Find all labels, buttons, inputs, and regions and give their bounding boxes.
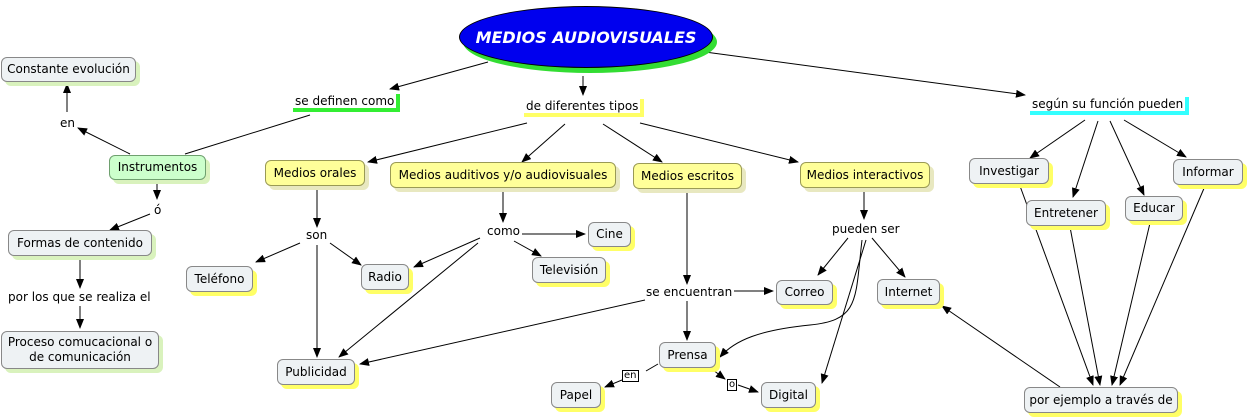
node-informar: Informar (1173, 159, 1243, 185)
main-title: MEDIOS AUDIOVISUALES (459, 6, 713, 68)
node-television: Televisión (532, 257, 606, 283)
link-se-definen-como: se definen como (293, 94, 401, 112)
node-correo: Correo (776, 280, 833, 305)
node-papel: Papel (551, 382, 601, 408)
node-entretener: Entretener (1026, 200, 1106, 226)
link-en: en (58, 116, 77, 130)
node-prensa: Prensa (659, 342, 716, 368)
node-digital: Digital (761, 382, 816, 408)
link-segun-su-funcion: según su función pueden (1030, 97, 1190, 115)
link-son: son (304, 228, 330, 242)
link-de-diferentes-tipos: de diferentes tipos (524, 99, 645, 117)
link-por-los-que: por los que se realiza el (6, 290, 153, 304)
node-educar: Educar (1125, 196, 1183, 221)
node-radio: Radio (361, 264, 409, 290)
link-pueden-ser: pueden ser (830, 222, 902, 236)
node-formas-de-contenido: Formas de contenido (8, 230, 152, 256)
node-medios-escritos: Medios escritos (633, 163, 742, 189)
link-como: como (485, 224, 522, 238)
node-medios-orales: Medios orales (265, 160, 365, 186)
node-proceso-comunicacional: Proceso comucacional o de comunicación (1, 331, 159, 369)
node-instrumentos: Instrumentos (109, 155, 206, 180)
node-medios-auditivos: Medios auditivos y/o audiovisuales (390, 162, 616, 188)
node-cine: Cine (588, 222, 631, 247)
node-telefono: Teléfono (186, 266, 253, 292)
link-en-small: en (622, 370, 639, 382)
link-se-encuentran: se encuentran (644, 285, 735, 299)
node-internet: Internet (877, 279, 940, 305)
node-constante-evolucion: Constante evolución (1, 57, 136, 82)
link-o-small: o (727, 379, 738, 391)
node-por-ejemplo: por ejemplo a través de (1024, 387, 1178, 413)
node-medios-interactivos: Medios interactivos (800, 162, 930, 188)
link-o: ó (152, 203, 164, 217)
node-publicidad: Publicidad (277, 359, 355, 385)
node-investigar: Investigar (969, 158, 1049, 184)
